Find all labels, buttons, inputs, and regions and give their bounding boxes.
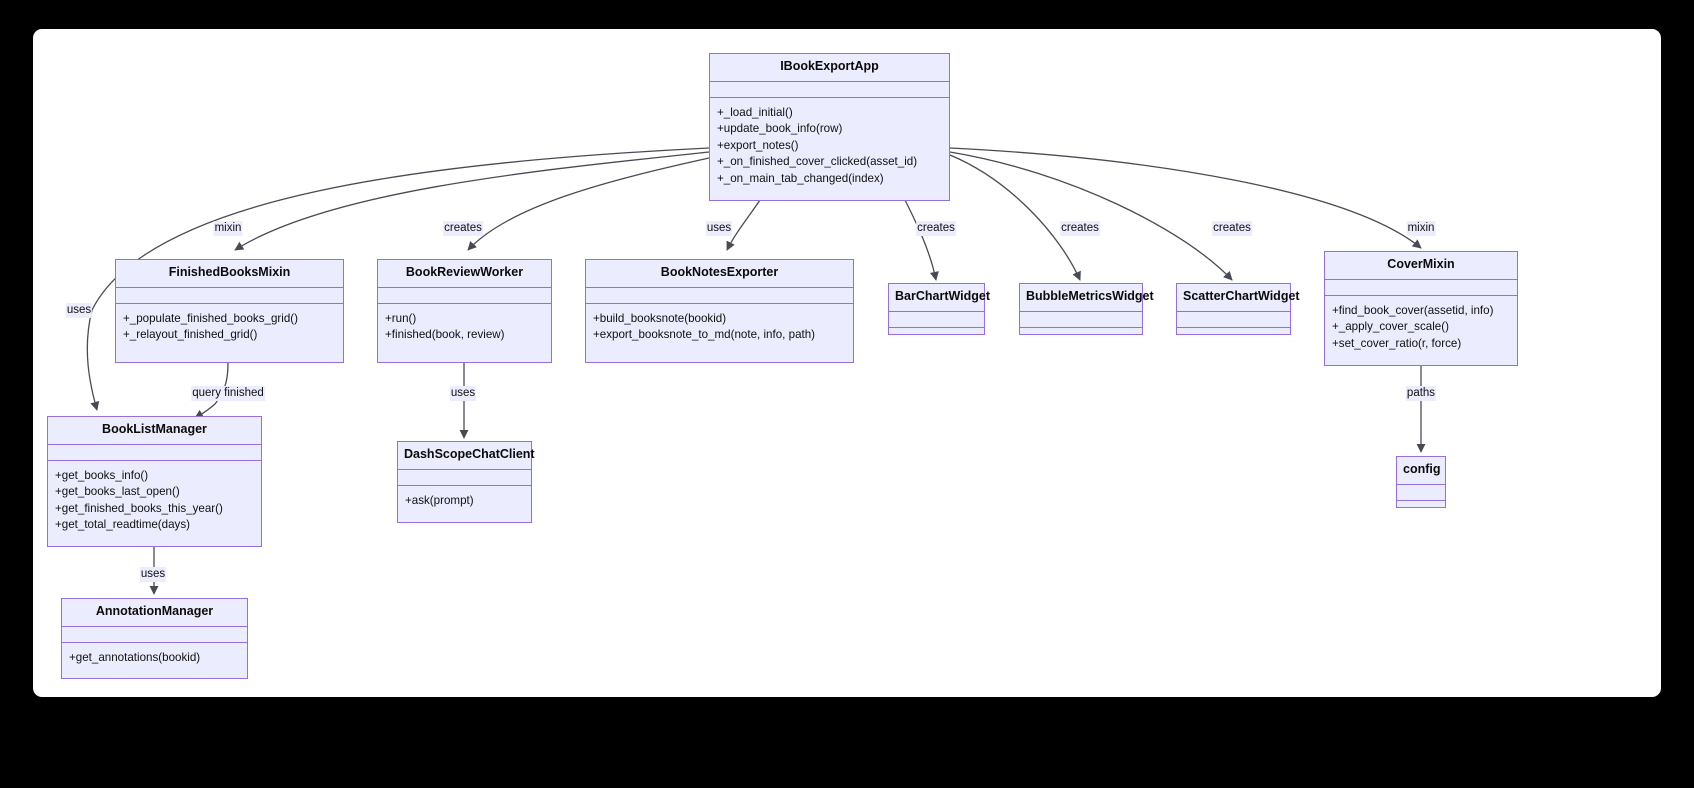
edge-label-creates-reviewworker: creates bbox=[443, 221, 483, 236]
class-attributes bbox=[1177, 312, 1290, 328]
class-method: +_load_initial() bbox=[717, 105, 793, 119]
class-attributes bbox=[116, 288, 343, 304]
class-methods: +get_books_info() +get_books_last_open()… bbox=[48, 461, 261, 546]
class-methods: +build_booksnote(bookid) +export_booksno… bbox=[586, 304, 853, 362]
class-title: FinishedBooksMixin bbox=[116, 260, 343, 288]
class-method: +_on_main_tab_changed(index) bbox=[717, 171, 884, 185]
class-attributes bbox=[62, 627, 247, 643]
class-method: +run() bbox=[385, 311, 417, 325]
class-node-ibookexportapp[interactable]: IBookExportApp +_load_initial() +update_… bbox=[709, 53, 950, 201]
class-node-dashscopechatclient[interactable]: DashScopeChatClient +ask(prompt) bbox=[397, 441, 535, 523]
class-method: +_apply_cover_scale() bbox=[1332, 320, 1449, 334]
class-title: BookListManager bbox=[48, 417, 261, 445]
class-method: +get_books_info() bbox=[55, 468, 149, 482]
class-method: +get_annotations(bookid) bbox=[69, 650, 201, 664]
edge-label-creates-scatter: creates bbox=[1212, 221, 1252, 236]
class-methods bbox=[1177, 328, 1290, 343]
class-method: +_populate_finished_books_grid() bbox=[123, 311, 298, 325]
edge-label-query-finished: query finished bbox=[191, 386, 265, 401]
class-method: +ask(prompt) bbox=[405, 493, 474, 507]
edge-label-uses-dashscope: uses bbox=[449, 386, 477, 401]
class-methods: +_load_initial() +update_book_info(row) … bbox=[710, 98, 949, 200]
class-method: +set_cover_ratio(r, force) bbox=[1332, 336, 1462, 350]
class-node-scatterchartwidget[interactable]: ScatterChartWidget bbox=[1176, 283, 1300, 335]
class-methods: +run() +finished(book, review) bbox=[378, 304, 551, 362]
class-node-bookreviewworker[interactable]: BookReviewWorker +run() +finished(book, … bbox=[377, 259, 552, 363]
class-attributes bbox=[48, 445, 261, 461]
edge-label-creates-barchart: creates bbox=[916, 221, 956, 236]
class-title: DashScopeChatClient bbox=[398, 442, 535, 470]
class-node-covermixin[interactable]: CoverMixin +find_book_cover(assetid, inf… bbox=[1324, 251, 1518, 366]
class-methods: +get_annotations(bookid) bbox=[62, 643, 247, 678]
class-method: +get_total_readtime(days) bbox=[55, 518, 191, 532]
class-method: +get_books_last_open() bbox=[55, 485, 180, 499]
class-title: BookNotesExporter bbox=[586, 260, 853, 288]
class-attributes bbox=[1397, 485, 1445, 501]
class-method: +finished(book, review) bbox=[385, 328, 505, 342]
class-attributes bbox=[398, 470, 531, 486]
class-method: +export_booksnote_to_md(note, info, path… bbox=[593, 328, 816, 342]
class-node-bubblemetricswidget[interactable]: BubbleMetricsWidget bbox=[1019, 283, 1154, 335]
class-node-annotationmanager[interactable]: AnnotationManager +get_annotations(booki… bbox=[61, 598, 248, 679]
class-methods bbox=[1020, 328, 1142, 343]
edge-label-mixin-covermixin: mixin bbox=[1406, 221, 1436, 236]
class-node-barchartwidget[interactable]: BarChartWidget bbox=[888, 283, 990, 335]
class-method: +update_book_info(row) bbox=[717, 122, 843, 136]
class-attributes bbox=[378, 288, 551, 304]
edge-label-uses-annotation: uses bbox=[139, 567, 167, 582]
class-method: +build_booksnote(bookid) bbox=[593, 311, 727, 325]
class-methods: +find_book_cover(assetid, info) +_apply_… bbox=[1325, 296, 1517, 365]
class-attributes bbox=[889, 312, 984, 328]
class-node-booklistmanager[interactable]: BookListManager +get_books_info() +get_b… bbox=[47, 416, 262, 547]
class-title: AnnotationManager bbox=[62, 599, 247, 627]
class-methods bbox=[889, 328, 984, 343]
class-methods: +_populate_finished_books_grid() +_relay… bbox=[116, 304, 343, 362]
class-method: +find_book_cover(assetid, info) bbox=[1332, 303, 1494, 317]
class-node-booknotesexporter[interactable]: BookNotesExporter +build_booksnote(booki… bbox=[585, 259, 854, 363]
class-title: config bbox=[1397, 457, 1445, 485]
edge-label-paths-config: paths bbox=[1405, 386, 1437, 401]
class-methods bbox=[1397, 501, 1445, 516]
class-node-config[interactable]: config bbox=[1396, 456, 1446, 508]
class-title: IBookExportApp bbox=[710, 54, 949, 82]
edge-label-uses-booklistmanager: uses bbox=[65, 303, 93, 318]
class-title: CoverMixin bbox=[1325, 252, 1517, 280]
edge-label-uses-notesexporter: uses bbox=[705, 221, 733, 236]
edge-label-creates-bubble: creates bbox=[1060, 221, 1100, 236]
class-node-finishedbooksmixin[interactable]: FinishedBooksMixin +_populate_finished_b… bbox=[115, 259, 344, 363]
class-title: BubbleMetricsWidget bbox=[1020, 284, 1154, 312]
class-title: ScatterChartWidget bbox=[1177, 284, 1300, 312]
class-method: +_relayout_finished_grid() bbox=[123, 328, 258, 342]
class-methods: +ask(prompt) bbox=[398, 486, 531, 522]
class-attributes bbox=[586, 288, 853, 304]
class-attributes bbox=[1020, 312, 1142, 328]
class-title: BookReviewWorker bbox=[378, 260, 551, 288]
class-method: +get_finished_books_this_year() bbox=[55, 501, 223, 515]
edge-label-mixin-finishedbooks: mixin bbox=[213, 221, 243, 236]
class-attributes bbox=[1325, 280, 1517, 296]
class-method: +export_notes() bbox=[717, 138, 799, 152]
class-title: BarChartWidget bbox=[889, 284, 990, 312]
class-method: +_on_finished_cover_clicked(asset_id) bbox=[717, 155, 918, 169]
class-attributes bbox=[710, 82, 949, 98]
